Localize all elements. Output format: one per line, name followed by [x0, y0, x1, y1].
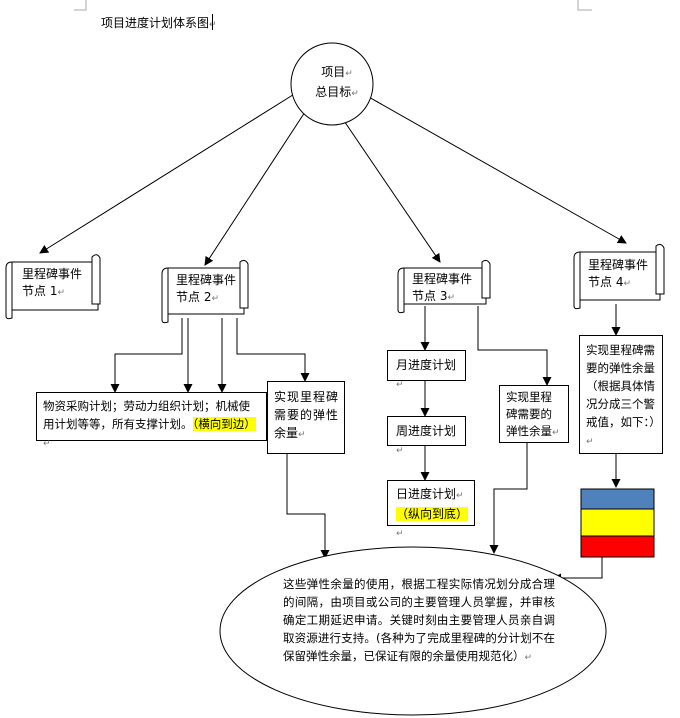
edge-slack-a-ellipse — [286, 454, 330, 559]
month-plan-box: 月进度计划↵ — [387, 350, 466, 390]
edge-root-m1 — [39, 92, 297, 254]
milestone-node-4: 里程碑事件 节点 4↵ — [588, 258, 649, 289]
milestone-scroll-4 — [573, 243, 665, 310]
doc-title: 项目进度计划体系图↵ — [101, 16, 217, 30]
edge-root-m4 — [359, 91, 627, 244]
milestone-node-3: 里程碑事件 节点 3↵ — [412, 272, 473, 303]
slack-box-node-3: 实现里程碑需要的弹性余量↵ — [499, 385, 569, 443]
support-plan-box: 物资采购计划；劳动力组织计划；机械使用计划等等，所有支撑计划。（横向到边）↵ — [36, 392, 267, 449]
edge-warn-ellipse — [552, 557, 603, 583]
edge-root-m3 — [337, 111, 441, 263]
summary-text: 这些弹性余量的使用，根据工程实际情况划分成合理的间隔，由项目或公司的主要管理人员… — [283, 577, 555, 663]
milestone-node-2: 里程碑事件 节点 2↵ — [176, 273, 237, 304]
slack-box-node-2: 实现里程碑需要的弹性余量↵ — [267, 381, 345, 454]
root-circle — [290, 42, 374, 126]
warning-level-yellow — [580, 508, 655, 537]
text-cursor — [212, 14, 213, 30]
warning-level-red — [580, 535, 655, 558]
milestone-scroll-1 — [5, 254, 101, 320]
edge-m3-slack — [477, 306, 552, 386]
summary-ellipse — [219, 546, 607, 716]
edge-slack-b-ellipse — [489, 443, 528, 554]
day-plan-box: 日进度计划↵ （纵向到底）↵ — [387, 480, 475, 539]
milestone-node-1: 里程碑事件 节点 1↵ — [22, 267, 83, 298]
milestone-scroll-3 — [397, 259, 491, 314]
root-node-text: 项目↵ 总目标↵ — [315, 65, 359, 99]
edge-m2-slack — [236, 318, 310, 382]
milestone-scroll-2 — [161, 259, 249, 324]
slack-box-node-4: 实现里程碑需要的弹性余量（根据具体情况分成三个警戒值，如下：）↵ — [579, 335, 663, 454]
edge-root-m2 — [204, 111, 306, 266]
week-plan-box: 周进度计划↵ — [387, 416, 466, 456]
warning-level-blue — [580, 488, 655, 510]
edge-m2-support-a — [110, 318, 183, 393]
